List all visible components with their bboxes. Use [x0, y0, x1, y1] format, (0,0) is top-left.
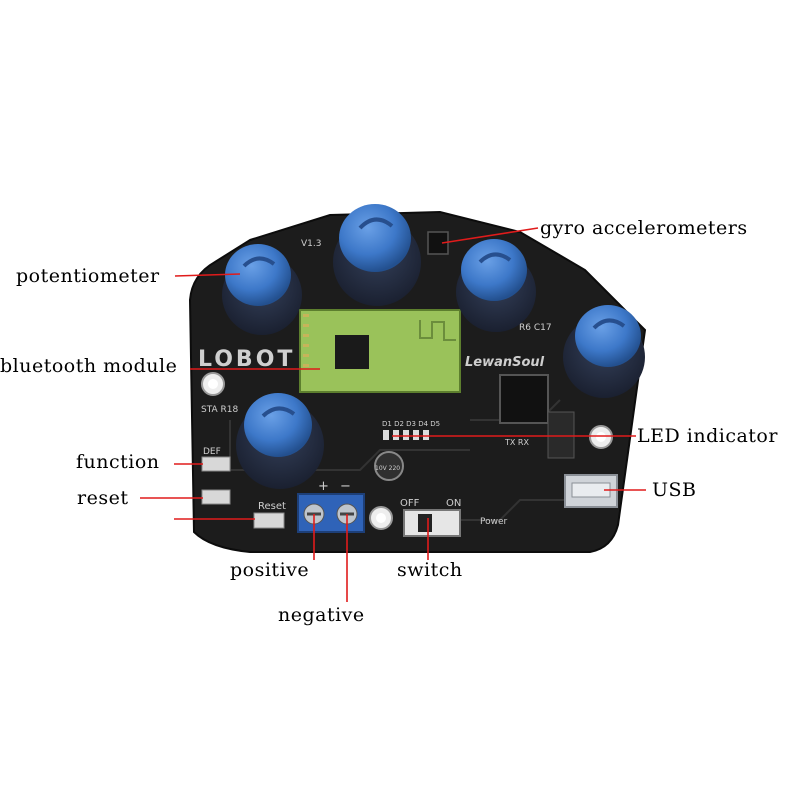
bluetooth-module-graphic	[299, 309, 461, 393]
led-indicator-row	[383, 430, 429, 440]
knob-top-right	[456, 239, 536, 332]
label-led-indicator: LED indicator	[637, 425, 778, 447]
silk-def: DEF	[203, 447, 221, 457]
label-positive: positive	[230, 559, 310, 581]
terminal-block	[297, 493, 365, 533]
label-negative: negative	[278, 604, 365, 626]
knob-bottom-left	[236, 393, 324, 489]
silk-txrx: TX RX	[504, 438, 529, 447]
knob-right	[563, 305, 645, 398]
label-bluetooth-module: bluetooth module	[0, 355, 178, 377]
capacitor	[374, 451, 404, 481]
silk-sta: STA R18	[201, 405, 239, 415]
silk-r6c17: R6 C17	[519, 323, 552, 333]
mcu-chip	[499, 374, 549, 424]
silk-minus: −	[340, 479, 351, 494]
pin-header	[547, 411, 575, 459]
function-button-graphic	[201, 456, 231, 472]
knob-top-left	[222, 244, 302, 335]
label-usb: USB	[652, 479, 697, 501]
label-reset: reset	[77, 487, 129, 509]
leader-potentiometer	[174, 273, 241, 277]
brand-text: LewanSoul	[465, 355, 545, 370]
label-function: function	[76, 451, 160, 473]
cap-text: 10V 220	[375, 465, 400, 472]
leader-gyro	[441, 227, 539, 244]
silk-plus: +	[318, 479, 329, 494]
logo-text: LOBOT	[198, 347, 295, 372]
silk-leds: D1 D2 D3 D4 D5	[382, 420, 440, 428]
label-potentiometer: potentiometer	[16, 265, 160, 287]
knob-top-center	[333, 204, 421, 306]
label-gyro-accelerometers: gyro accelerometers	[540, 217, 748, 239]
usb-connector	[564, 474, 618, 508]
version-mark: V1.3	[301, 239, 321, 249]
label-switch: switch	[397, 559, 463, 581]
reset-button-graphic	[201, 489, 231, 505]
reset-switch-graphic	[253, 512, 285, 529]
silk-power: Power	[480, 517, 508, 527]
silk-off: OFF	[400, 498, 420, 509]
power-switch-graphic	[403, 509, 461, 537]
gyro-chip	[427, 231, 449, 255]
silk-on: ON	[446, 498, 461, 509]
leader-lines	[140, 227, 646, 602]
silk-reset: Reset	[258, 501, 286, 512]
